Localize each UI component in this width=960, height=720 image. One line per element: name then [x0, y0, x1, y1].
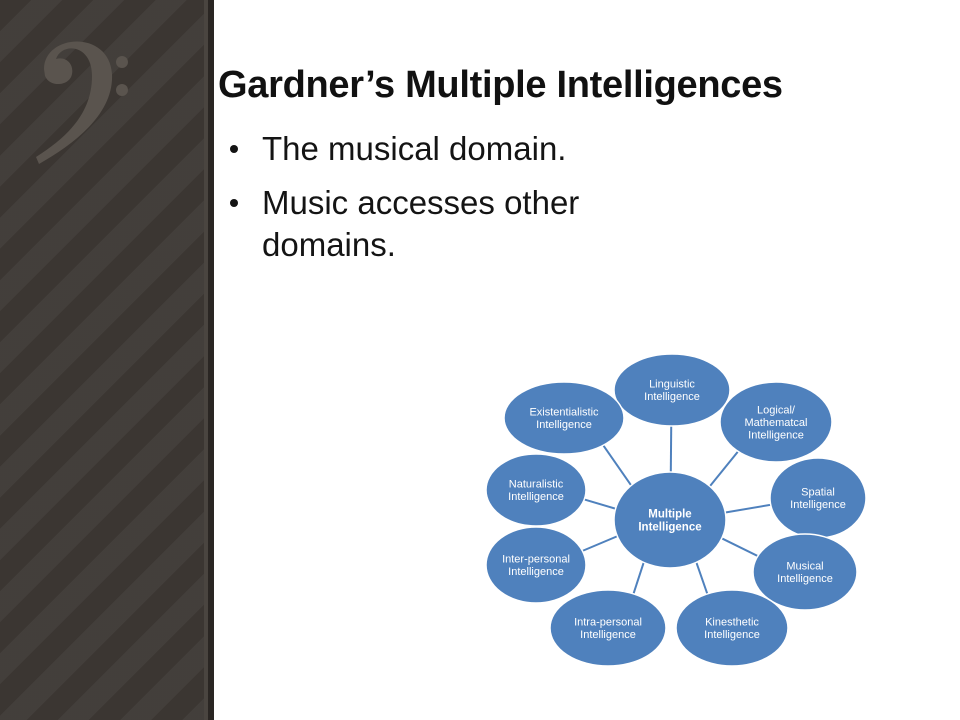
intelligence-node-label: Intelligence — [777, 573, 833, 585]
intelligence-node-label: Intelligence — [580, 629, 636, 641]
intelligence-node-shape — [675, 589, 789, 667]
connector-line — [631, 557, 647, 598]
intelligence-node-label: Intelligence — [536, 419, 592, 431]
bullet-item: Music accesses other domains. — [228, 182, 642, 266]
intelligence-node-label: Intelligence — [644, 391, 700, 403]
intelligence-node-shape — [752, 533, 858, 611]
intelligence-node-label: Intra-personal — [574, 617, 642, 629]
bullet-list: The musical domain. Music accesses other… — [228, 128, 648, 278]
intelligence-node-shape — [719, 381, 833, 463]
bullet-text: Music accesses other domains. — [262, 184, 580, 263]
intelligence-node-label: Existentialistic — [529, 407, 599, 419]
intelligence-node-label: Intelligence — [790, 499, 846, 511]
connector-line — [705, 447, 742, 491]
intelligence-node-label: Naturalistic — [509, 479, 564, 491]
bullet-dot — [230, 199, 238, 207]
intelligence-node-label: Inter-personal — [502, 554, 570, 566]
side-panel — [0, 0, 214, 720]
slide-title: Gardner’s Multiple Intelligences — [218, 64, 783, 106]
bullet-item: The musical domain. — [228, 128, 648, 170]
intelligence-node-label: Intelligence — [748, 429, 804, 441]
intelligence-node-label: Linguistic — [649, 379, 695, 391]
intelligence-node-label: Intelligence — [704, 629, 760, 641]
intelligence-node-label: Intelligence — [508, 566, 564, 578]
connector-line — [599, 441, 635, 491]
bass-clef-icon — [36, 41, 128, 164]
connector-line — [693, 557, 710, 598]
center-node-label: Intelligence — [638, 522, 701, 534]
intelligence-node-shape — [485, 526, 587, 604]
intelligence-node-label: Intelligence — [508, 491, 564, 503]
intelligence-node-label: Kinesthetic — [705, 617, 759, 629]
bullet-text: The musical domain. — [262, 130, 567, 167]
connector-line — [719, 502, 778, 515]
bullet-dot — [230, 145, 238, 153]
intelligence-node-shape — [613, 353, 731, 427]
connector-line — [575, 533, 623, 555]
connector-line — [716, 534, 765, 560]
intelligence-node-label: Logical/ — [757, 404, 796, 416]
intelligence-node-label: Spatial — [801, 487, 835, 499]
intelligence-node-shape — [503, 381, 625, 455]
intelligence-node-label: Mathematcal — [745, 417, 808, 429]
intelligence-node-shape — [485, 453, 587, 527]
intelligence-node-shape — [549, 589, 667, 667]
center-node-shape — [613, 471, 727, 569]
center-node-label: Multiple — [648, 509, 691, 521]
multiple-intelligence-diagram: LinguisticIntelligenceLogical/Mathematca… — [485, 353, 867, 667]
intelligence-node-label: Musical — [786, 561, 823, 573]
side-panel-edge — [204, 0, 208, 720]
